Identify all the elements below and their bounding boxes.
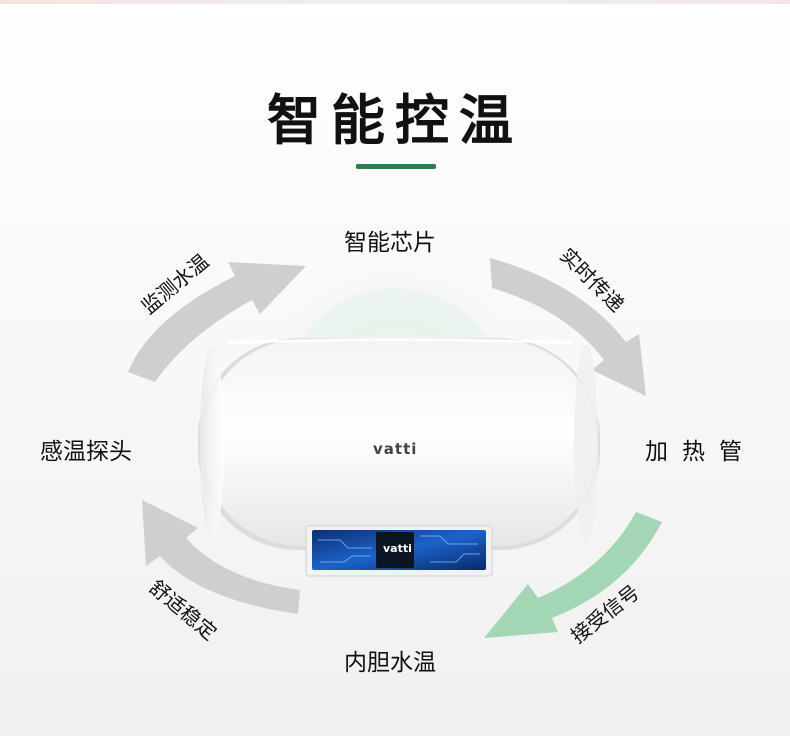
label-temp-probe: 感温探头 [40,437,132,467]
panel-brand-logo: vatti [383,542,412,555]
label-smart-chip: 智能芯片 [344,228,436,258]
label-heating-tube: 加热管 [645,437,756,467]
label-tank-water-temp: 内胆水温 [344,648,436,678]
tank-brand-logo: vatti [373,440,417,458]
